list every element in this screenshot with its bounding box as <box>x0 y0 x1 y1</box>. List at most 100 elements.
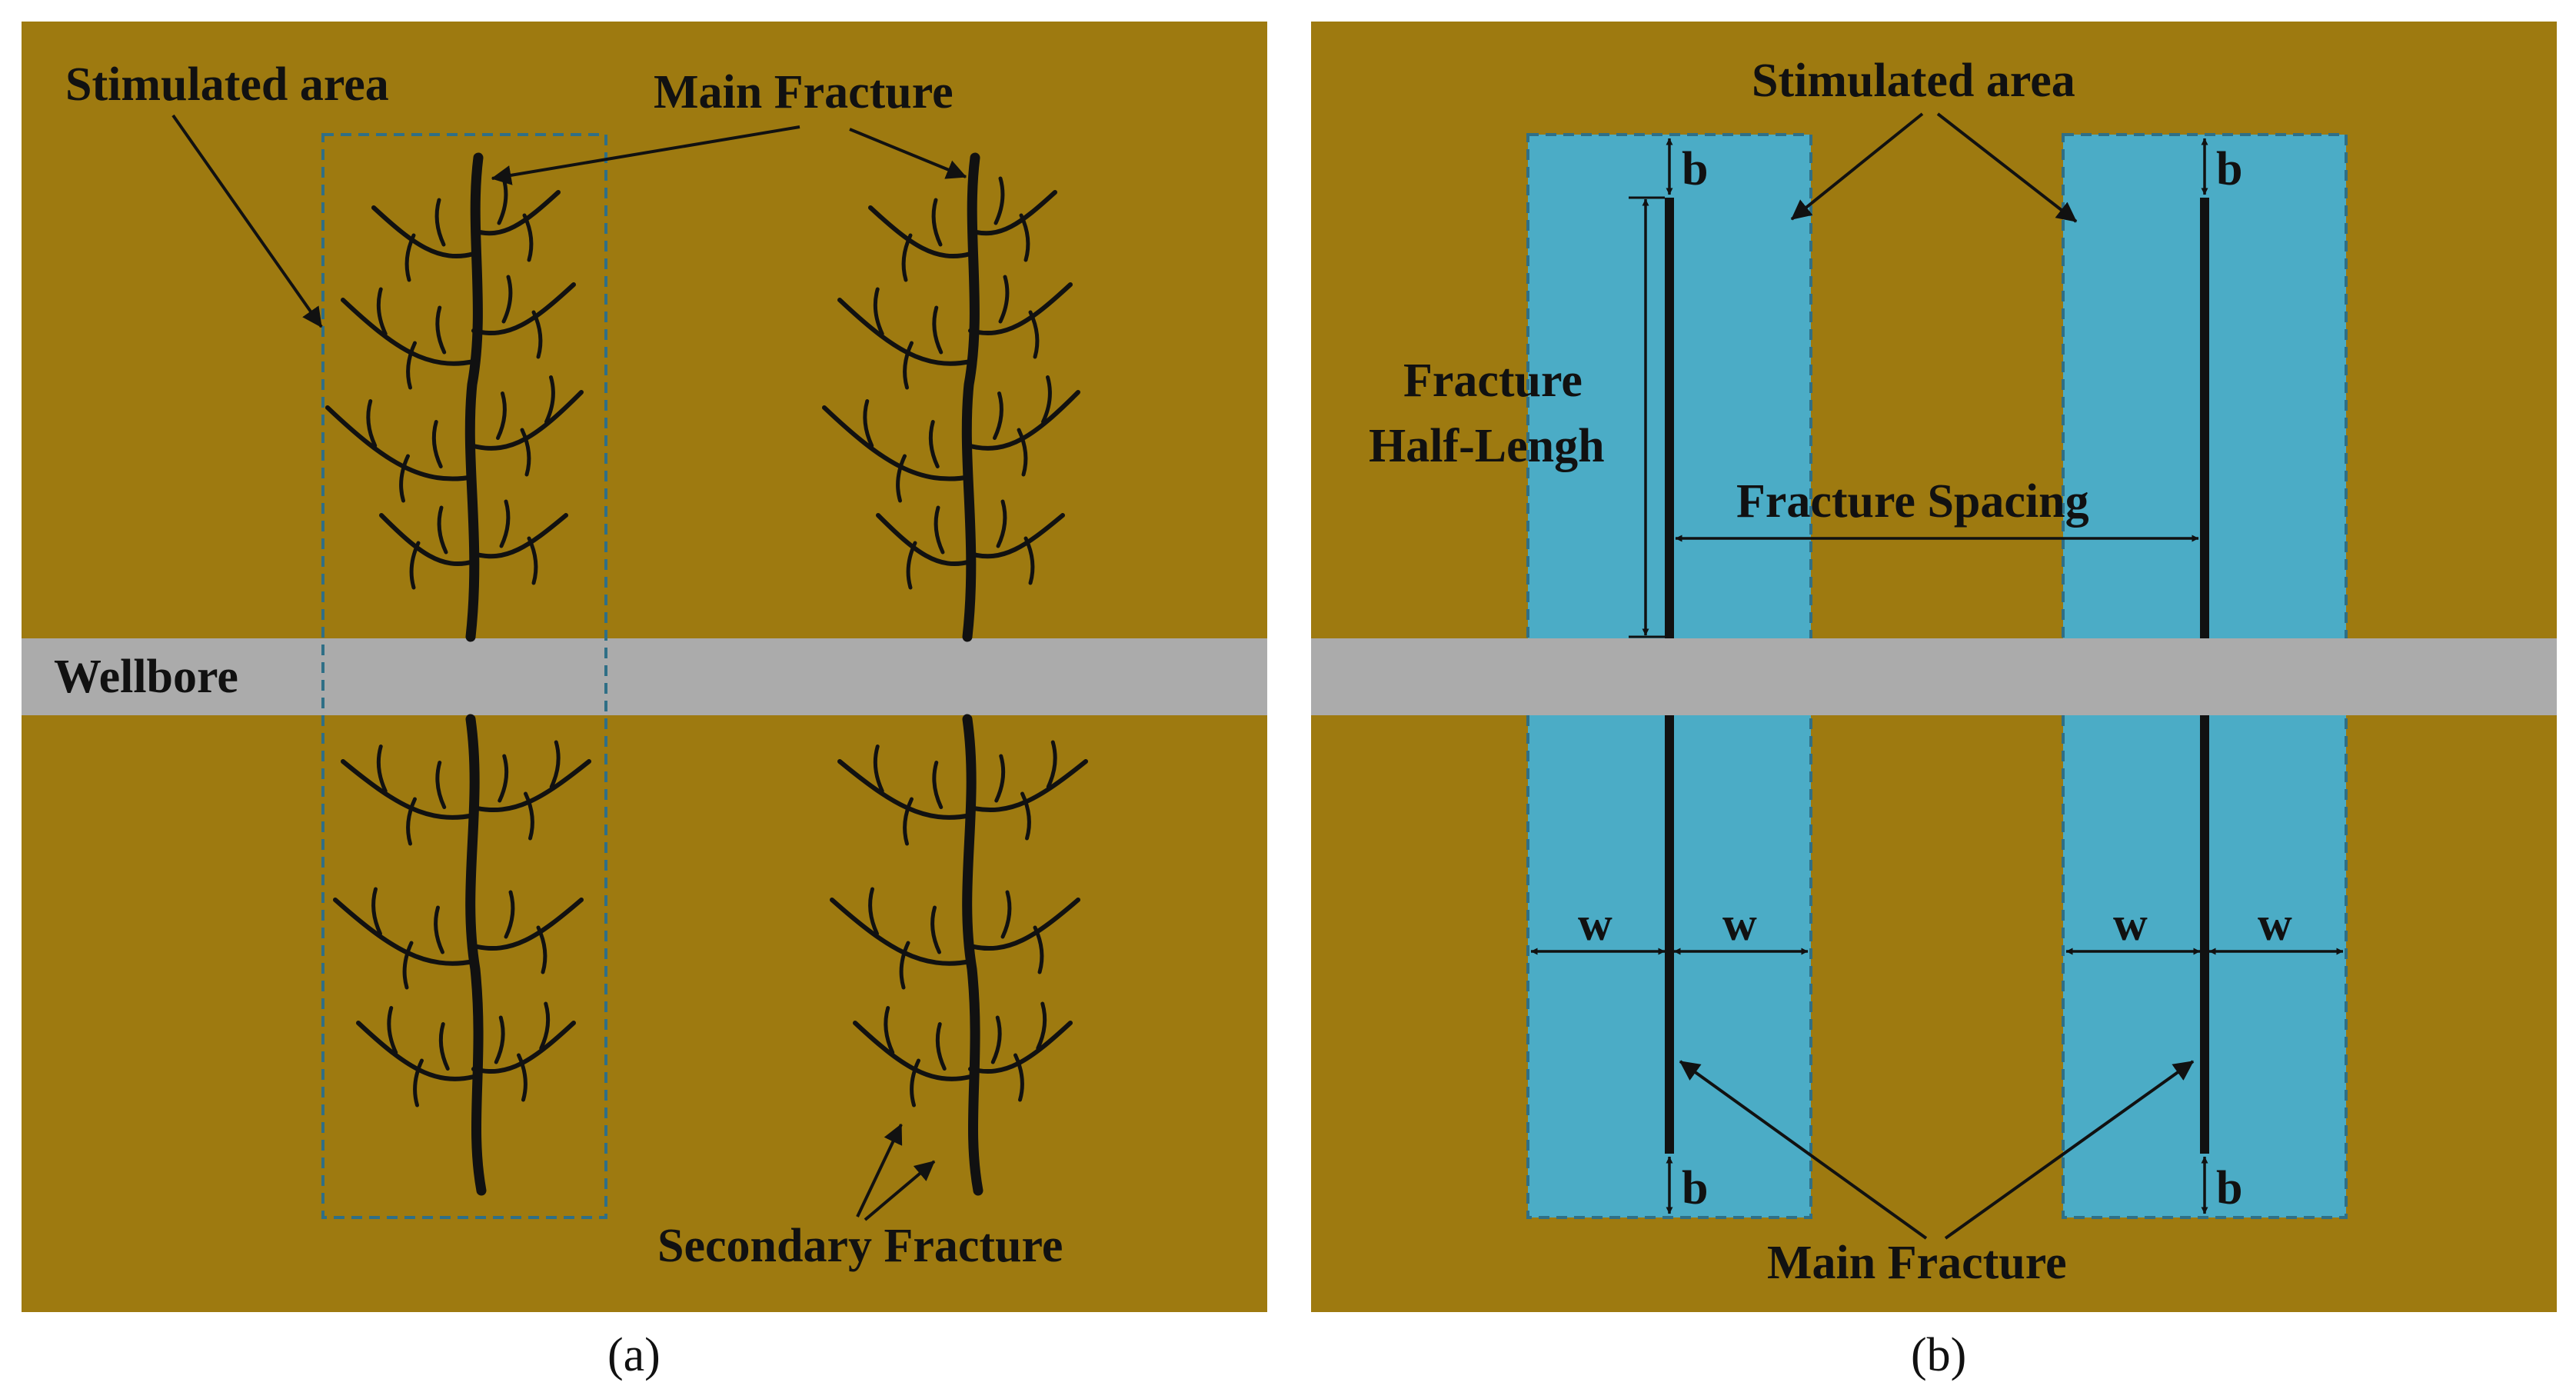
secondary-fracture-twig <box>366 399 378 448</box>
secondary-fracture-twig <box>549 740 561 789</box>
panel-b-stimulated-area-label: Stimulated area <box>1752 55 2075 107</box>
panel-a-secondary-fracture-arrow-2 <box>864 1160 936 1221</box>
secondary-fracture-twig <box>935 1022 947 1071</box>
secondary-fracture-twig <box>435 761 447 809</box>
secondary-fracture-twig <box>873 744 884 793</box>
secondary-fracture-twig <box>884 1006 895 1054</box>
secondary-fracture-twig <box>873 287 884 336</box>
secondary-fracture-branch <box>968 898 1080 951</box>
panel-b-b-label-bottom-right: b <box>2216 1162 2242 1214</box>
secondary-fracture-twig <box>994 754 1006 803</box>
secondary-fracture-twig <box>434 198 446 247</box>
secondary-fracture-twig <box>404 233 416 282</box>
secondary-fracture-twig <box>371 887 382 936</box>
panel-a-main-fracture-left-lower <box>465 714 487 1196</box>
secondary-fracture-twig <box>896 454 907 503</box>
secondary-fracture-twig <box>934 505 945 555</box>
secondary-fracture-twig <box>402 941 414 990</box>
secondary-fracture-branch <box>968 513 1065 559</box>
panel-a-stimulated-area-outline <box>321 133 607 1219</box>
secondary-fracture-branch <box>968 282 1073 336</box>
secondary-fracture-twig <box>376 287 388 336</box>
panel-a-main-fracture-arrow-right <box>849 128 967 179</box>
secondary-fracture-twig <box>899 941 910 990</box>
secondary-fracture-twig <box>901 233 913 282</box>
secondary-fracture-twig <box>536 925 547 974</box>
panel-a: Stimulated area Main Fracture Wellbore S… <box>22 22 1267 1381</box>
panel-a-main-fracture-left-upper <box>464 152 484 642</box>
secondary-fracture-twig <box>517 1053 528 1102</box>
panel-b-stimulated-area-arrow-left <box>1790 112 1924 221</box>
secondary-fracture-twig <box>387 1006 398 1054</box>
secondary-fracture-twig <box>406 341 417 390</box>
secondary-fracture-twig <box>990 1015 1002 1064</box>
secondary-fracture-twig <box>1041 375 1052 424</box>
secondary-fracture-branch <box>471 190 561 236</box>
panel-b-w-label-2: w <box>1722 898 1757 951</box>
secondary-fracture-twig <box>499 499 511 548</box>
secondary-fracture-branch <box>968 190 1057 236</box>
secondary-fracture-twig <box>1028 310 1040 359</box>
secondary-fracture-twig <box>1019 213 1030 262</box>
secondary-fracture-twig <box>932 305 944 355</box>
secondary-fracture-twig <box>498 754 509 803</box>
secondary-fracture-twig <box>435 305 447 355</box>
panel-a-secondary-fracture-label: Secondary Fracture <box>657 1220 1063 1272</box>
secondary-fracture-branch <box>371 205 476 259</box>
secondary-fracture-twig <box>903 341 914 390</box>
panel-a-main-fracture-right-upper <box>961 152 980 642</box>
secondary-fracture-twig <box>928 420 940 468</box>
secondary-fracture-twig <box>531 310 543 359</box>
secondary-fracture-twig <box>539 1001 551 1051</box>
secondary-fracture-twig <box>903 797 914 846</box>
secondary-fracture-twig <box>1046 740 1057 789</box>
panel-b-b-label-top-left: b <box>1682 143 1708 195</box>
panel-a-caption: (a) <box>607 1329 661 1381</box>
panel-b-caption: (b) <box>1911 1329 1966 1381</box>
panel-a-main-fracture-label: Main Fracture <box>654 66 954 118</box>
secondary-fracture-twig <box>1020 791 1031 841</box>
secondary-fracture-twig <box>522 213 534 262</box>
secondary-fracture-twig <box>1000 890 1012 939</box>
secondary-fracture-twig <box>494 1015 505 1064</box>
secondary-fracture-branch <box>876 513 973 567</box>
secondary-fracture-branch <box>868 205 973 259</box>
secondary-fracture-twig <box>438 1022 450 1071</box>
secondary-fracture-twig <box>406 797 417 846</box>
panel-a-stimulated-area-label: Stimulated area <box>65 58 389 111</box>
secondary-fracture-twig <box>1023 536 1035 585</box>
secondary-fracture-twig <box>998 275 1010 324</box>
secondary-fracture-twig <box>520 428 531 477</box>
secondary-fracture-twig <box>906 541 917 590</box>
panel-b-w-label-1: w <box>1578 898 1612 951</box>
secondary-fracture-twig <box>910 1058 920 1108</box>
panel-b-half-length-label-2: Half-Lengh <box>1369 420 1605 472</box>
panel-a-secondary-fracture-arrow-1 <box>856 1123 903 1217</box>
panel-b-b-label-top-right: b <box>2216 143 2242 195</box>
panel-a-fracture-tree-left-upper <box>325 176 584 590</box>
secondary-fracture-twig <box>931 198 943 247</box>
secondary-fracture-twig <box>504 890 515 939</box>
panel-a-fracture-tree-right-lower <box>830 740 1088 1108</box>
panel-a-stimulated-area-arrow <box>171 114 323 328</box>
panel-b-fracture-spacing-label: Fracture Spacing <box>1736 475 2089 528</box>
secondary-fracture-twig <box>863 399 874 448</box>
secondary-fracture-twig <box>1013 1053 1024 1102</box>
panel-b-half-length-label-1: Fracture <box>1403 355 1583 407</box>
secondary-fracture-twig <box>1033 925 1044 974</box>
panel-b-wellbore <box>1311 638 2557 715</box>
secondary-fracture-branch <box>379 513 476 567</box>
panel-a-wellbore-label: Wellbore <box>54 651 238 703</box>
panel-b-main-fracture-arrow-right <box>1944 1060 2195 1240</box>
panel-b-main-fracture-label: Main Fracture <box>1767 1237 2067 1289</box>
secondary-fracture-twig <box>932 761 944 809</box>
panel-a-main-fracture-arrow-left <box>491 125 800 185</box>
secondary-fracture-branch <box>471 898 584 951</box>
panel-a-main-fracture-right-lower <box>962 714 983 1196</box>
secondary-fracture-twig <box>413 1058 424 1108</box>
secondary-fracture-twig <box>1017 428 1028 477</box>
secondary-fracture-twig <box>524 791 534 841</box>
panel-a-fracture-tree-right-upper <box>822 176 1080 590</box>
secondary-fracture-branch <box>471 282 576 336</box>
